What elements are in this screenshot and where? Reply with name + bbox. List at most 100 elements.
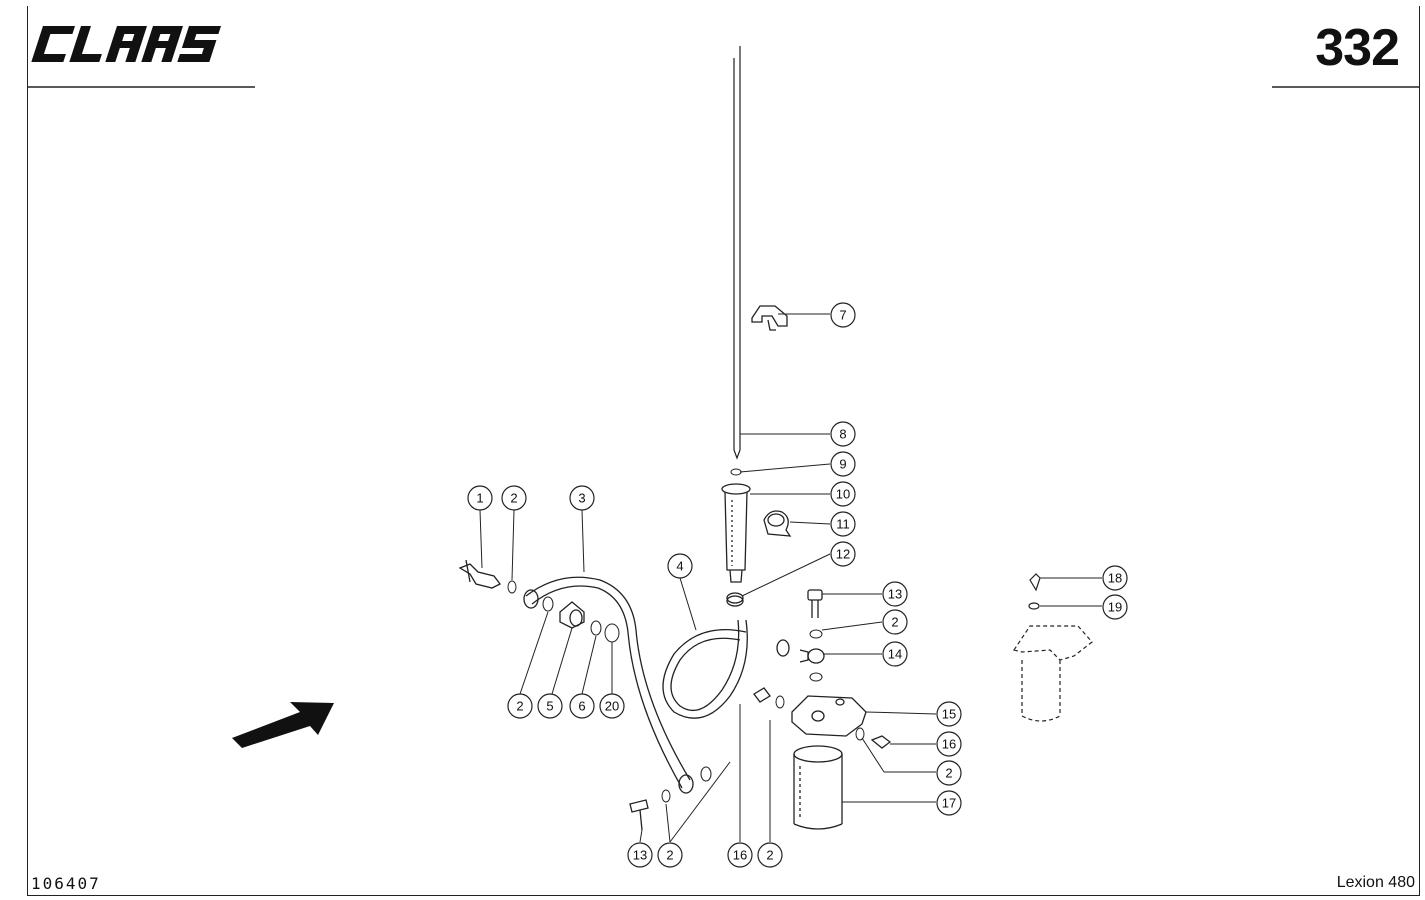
callout-number: 5 [546, 699, 553, 714]
callout-number: 20 [605, 699, 619, 714]
callout-circle [507, 693, 533, 719]
seal-at-line-end-1 [542, 596, 554, 612]
callout-16a: 16 [936, 731, 962, 757]
fitting-part [559, 601, 585, 629]
seal-20 [604, 623, 620, 643]
callout-circle [830, 541, 856, 567]
callout-number: 11 [836, 517, 850, 532]
callout-2d: 2 [507, 693, 533, 719]
callout-1: 1 [467, 485, 493, 511]
callout-number: 16 [942, 737, 956, 752]
filter-assembly-right [1013, 573, 1093, 722]
callout-circle [569, 693, 595, 719]
callout-circle [882, 581, 908, 607]
bolt-bottom-part [629, 799, 649, 831]
callout-circle [936, 760, 962, 786]
callout-circle [1102, 594, 1128, 620]
callout-number: 13 [633, 848, 647, 863]
callout-number: 4 [676, 559, 683, 574]
drawing-frame [27, 6, 1420, 896]
callout-number: 2 [516, 699, 523, 714]
leader-lines [479, 313, 1102, 843]
callout-circle [936, 701, 962, 727]
callout-13a: 13 [882, 581, 908, 607]
callout-number: 6 [578, 699, 585, 714]
callout-number: 2 [945, 766, 952, 781]
callout-number: 3 [578, 491, 585, 506]
callout-18: 18 [1102, 565, 1128, 591]
clip-part [751, 305, 788, 331]
callout-12: 12 [830, 541, 856, 567]
callout-number: 2 [666, 848, 673, 863]
plug-part-left [753, 687, 771, 703]
seal-at-line-end-2 [700, 766, 712, 782]
callout-number: 19 [1108, 600, 1122, 615]
seal-bottom [661, 789, 671, 803]
banjo-bolt-part [807, 589, 823, 618]
callout-number: 13 [888, 587, 902, 602]
callout-11: 11 [830, 511, 856, 537]
document-number: 106407 [31, 874, 101, 893]
callout-circle [537, 693, 563, 719]
callout-13b: 13 [627, 842, 653, 868]
seal-6 [590, 620, 602, 636]
callout-19: 19 [1102, 594, 1128, 620]
claas-logo [31, 26, 221, 62]
callout-circle [627, 842, 653, 868]
callout-circle [830, 302, 856, 328]
callout-circle [830, 451, 856, 477]
callout-circle [830, 481, 856, 507]
direction-of-travel-arrow-icon [232, 702, 334, 748]
callout-number: 8 [839, 427, 846, 442]
callout-14: 14 [882, 641, 908, 667]
callout-number: 15 [942, 707, 956, 722]
seal-side-head [855, 727, 865, 741]
callout-circle [727, 842, 753, 868]
seal-9 [730, 468, 742, 476]
callout-number: 14 [888, 647, 902, 662]
seal-under-bolt [809, 629, 823, 639]
callout-7: 7 [830, 302, 856, 328]
callout-circle [830, 511, 856, 537]
oil-filter-part [793, 745, 843, 830]
callout-17: 17 [936, 790, 962, 816]
callout-number: 12 [836, 547, 850, 562]
callout-circle [830, 421, 856, 447]
callout-number: 1 [476, 491, 483, 506]
machine-model: Lexion 480 [1336, 874, 1415, 891]
callout-9: 9 [830, 451, 856, 477]
callout-number: 2 [766, 848, 773, 863]
hose-part [662, 619, 748, 719]
callout-circle [1102, 565, 1128, 591]
callout-circle [936, 731, 962, 757]
callout-circle [667, 553, 693, 579]
callout-5: 5 [537, 693, 563, 719]
callout-number: 17 [942, 796, 956, 811]
callout-2e: 2 [657, 842, 683, 868]
callout-2b: 2 [882, 609, 908, 635]
filter-head-part [791, 695, 867, 737]
callout-circle [467, 485, 493, 511]
seal-near-plug [775, 695, 785, 709]
callout-4: 4 [667, 553, 693, 579]
callout-16b: 16 [727, 842, 753, 868]
callout-circle [599, 693, 625, 719]
seal-near-sensor [507, 580, 517, 594]
callout-number: 18 [1108, 571, 1122, 586]
callout-2c: 2 [936, 760, 962, 786]
callout-3: 3 [569, 485, 595, 511]
callout-number: 2 [510, 491, 517, 506]
pipe-clamp-part [763, 510, 792, 537]
callout-20: 20 [599, 693, 625, 719]
callout-8: 8 [830, 421, 856, 447]
seal-below-fitting [809, 672, 823, 682]
callout-2f: 2 [757, 842, 783, 868]
callout-number: 9 [839, 457, 846, 472]
oil-line-part [523, 576, 694, 794]
hose-clamp-part [726, 592, 744, 607]
callout-circle [882, 609, 908, 635]
sensor-part [458, 559, 501, 589]
callout-circle [936, 790, 962, 816]
